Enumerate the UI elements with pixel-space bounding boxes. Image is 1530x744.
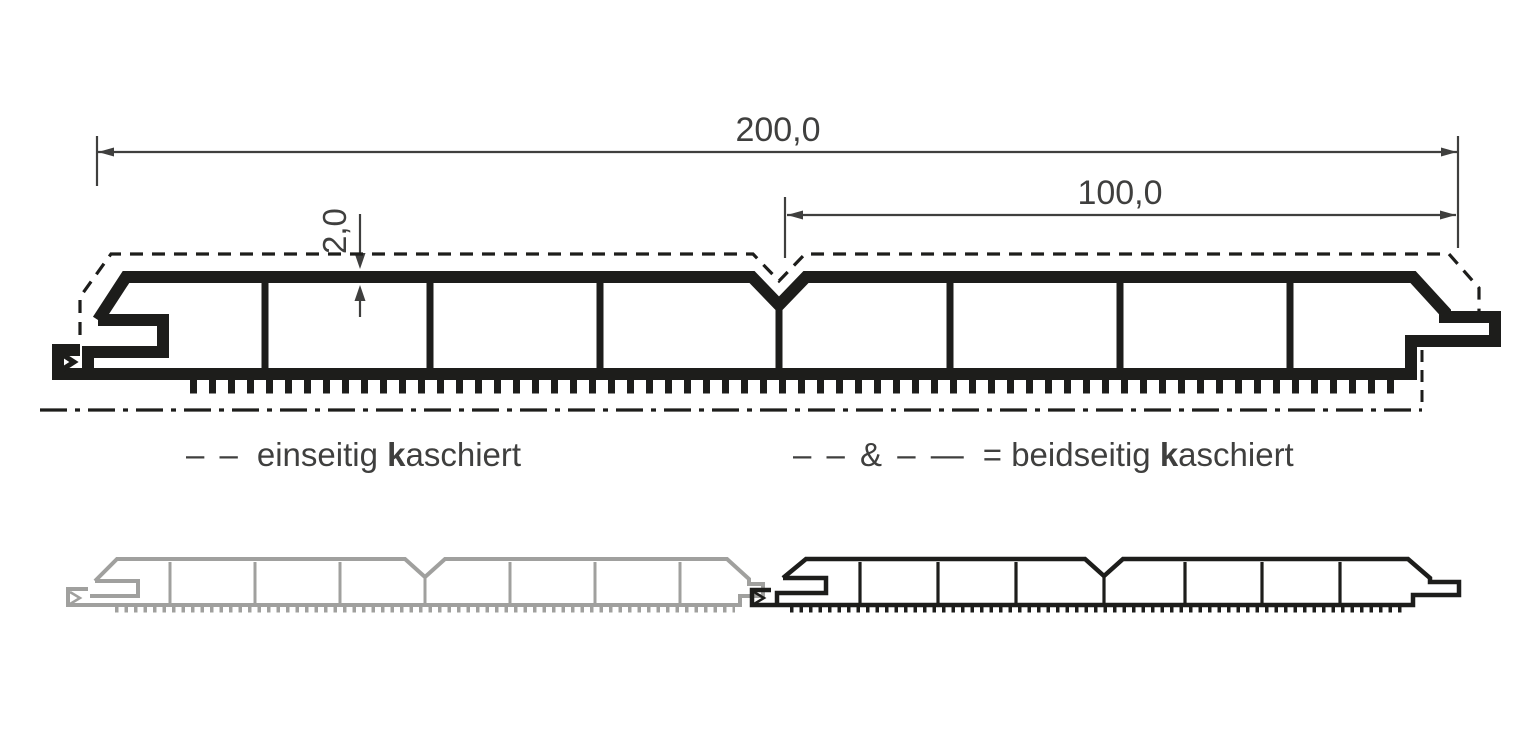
dimension-thickness: 2,0 <box>316 208 366 317</box>
dimension-2-label: 2,0 <box>316 208 353 254</box>
mini-gray-webs <box>168 562 682 603</box>
legend-einseitig-bold-k: k <box>387 436 406 473</box>
mini-black-webs <box>858 562 1342 603</box>
legend-beidseitig-text: beidseitig <box>1011 436 1160 473</box>
legend-equals-sign: = <box>982 436 1012 473</box>
dimension-total-width: 200,0 <box>95 111 1460 248</box>
profile-webs <box>261 283 1294 371</box>
dash-and-dashdot-symbol: – – & – — <box>793 436 967 473</box>
arrowhead-up-icon <box>354 285 366 301</box>
mini-black-outline <box>749 556 1462 608</box>
mini-profile-gray <box>66 557 765 613</box>
dimension-200-label: 200,0 <box>735 111 820 149</box>
mini-black-barb-notch <box>753 590 767 606</box>
arrowhead-right-icon <box>1441 147 1457 157</box>
legend-beidseitig-rest: aschiert <box>1178 436 1294 473</box>
mini-profile-black <box>749 556 1462 613</box>
legend-einseitig: – – einseitig kaschiert <box>186 436 522 473</box>
profile-outline <box>52 271 1501 380</box>
dashdot-lamination-group <box>40 350 1424 412</box>
dimension-right-half: 100,0 <box>783 174 1456 258</box>
mini-gray-barb-notch <box>69 590 83 606</box>
dashed-lamination-line <box>78 252 1481 335</box>
arrowhead-right-icon <box>1440 210 1456 220</box>
legend-beidseitig: – – & – — = beidseitig kaschiert <box>793 436 1294 473</box>
arrowhead-down-icon <box>354 253 366 269</box>
mini-gray-outline <box>66 557 765 607</box>
arrowhead-left-icon <box>787 210 803 220</box>
arrowhead-left-icon <box>98 147 114 157</box>
legend-einseitig-text: einseitig <box>256 436 388 473</box>
main-profile <box>52 271 1501 394</box>
dashed-line-symbol: – – <box>186 436 241 473</box>
legend-einseitig-rest: aschiert <box>405 436 522 473</box>
dimension-100-label: 100,0 <box>1077 174 1162 212</box>
legend-beidseitig-bold-k: k <box>1159 436 1179 473</box>
profile-left-barb-notch <box>58 350 79 374</box>
